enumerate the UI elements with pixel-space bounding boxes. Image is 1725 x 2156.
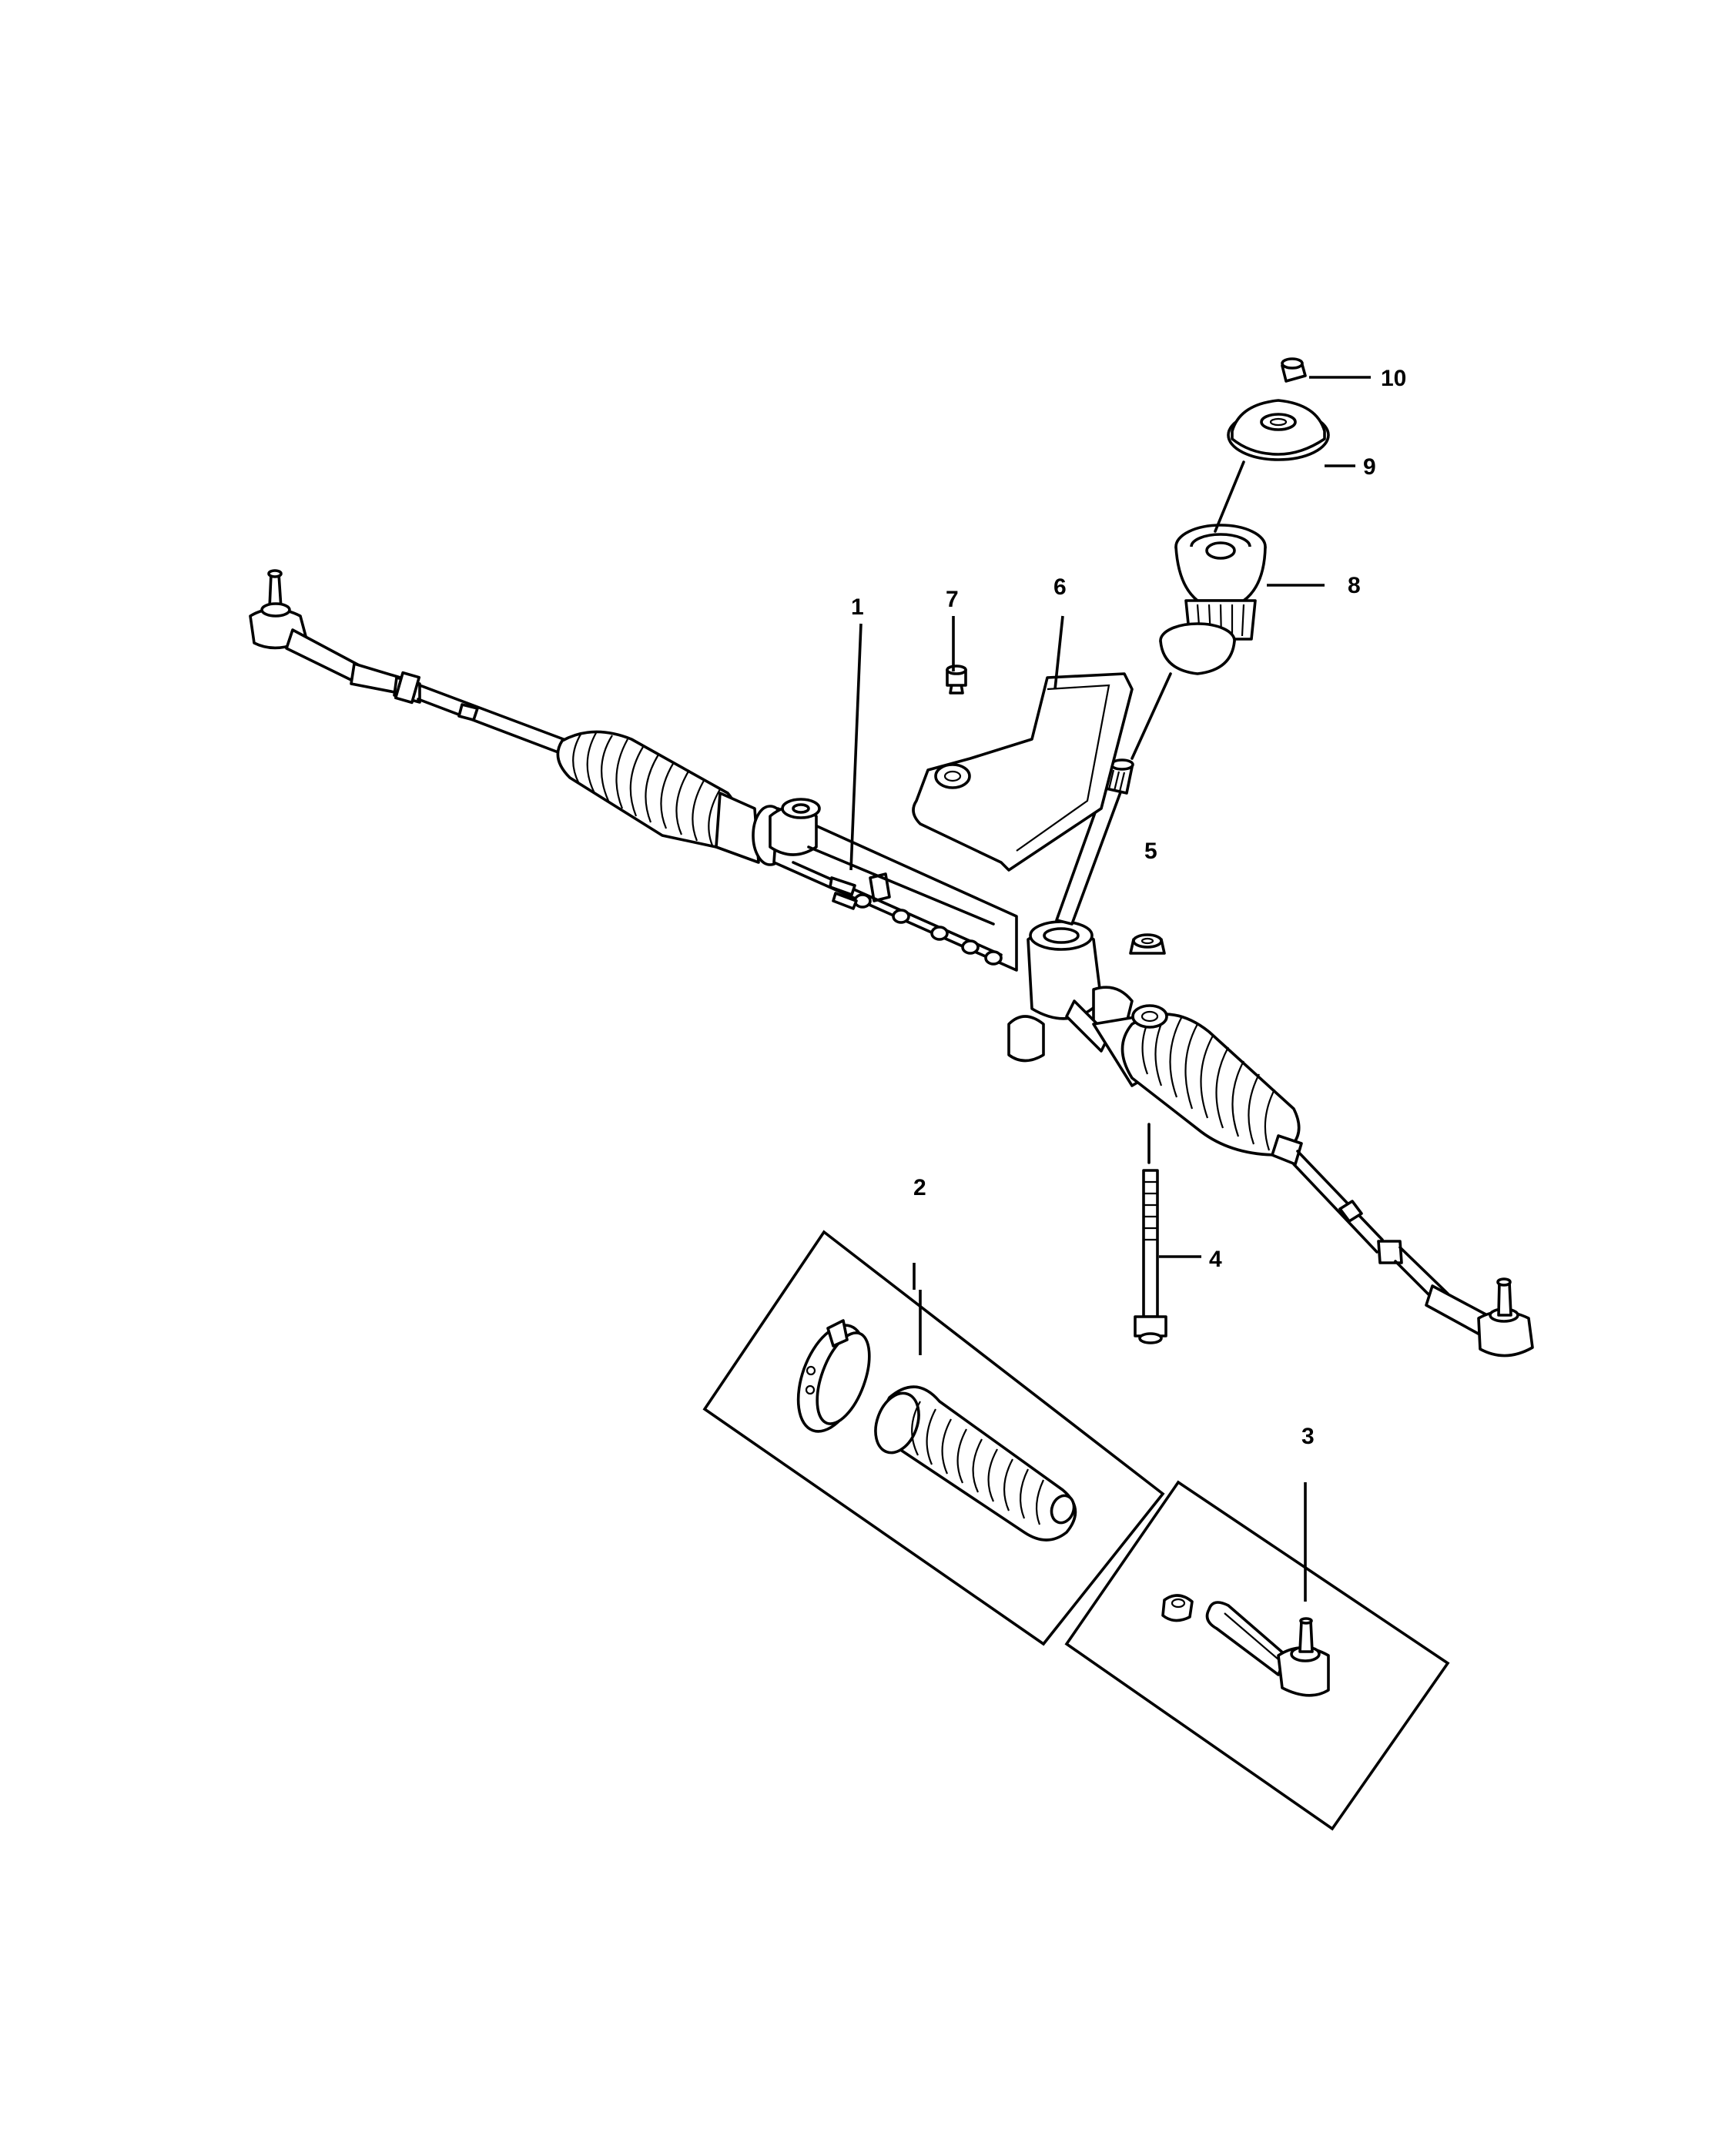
nut-part-10 (1281, 357, 1307, 383)
callout-5: 5 (1144, 839, 1157, 864)
callout-8: 8 (1348, 573, 1361, 598)
boot-kit-box (702, 1230, 1165, 1646)
right-tie-rod-end (1425, 1277, 1534, 1358)
pinion-shaft (1055, 758, 1134, 926)
right-tie-rod (1292, 1150, 1449, 1309)
boot-clamp (796, 1319, 871, 1433)
right-boot (1092, 1012, 1303, 1166)
rack-housing (715, 792, 1018, 972)
callout-2: 2 (913, 1175, 926, 1200)
callout-3: 3 (1301, 1424, 1315, 1449)
callout-10: 10 (1381, 366, 1406, 391)
jam-nut (1161, 1594, 1194, 1622)
pinion-housing (1007, 920, 1134, 1063)
replacement-tie-rod-end (1205, 1601, 1330, 1697)
housing-bumps (853, 893, 1003, 966)
column-seal-part-8 (1130, 524, 1267, 760)
left-tie-rod (393, 671, 575, 758)
callout-4: 4 (1209, 1247, 1222, 1272)
callout-9: 9 (1363, 454, 1376, 480)
mount-bushing (1131, 1004, 1168, 1029)
callout-labels: 1 2 3 4 5 6 7 8 9 10 (851, 366, 1406, 1449)
callout-6: 6 (1053, 574, 1067, 600)
bolt-part-7 (946, 665, 967, 695)
left-tie-rod-end (249, 569, 402, 695)
heat-shield (912, 672, 1134, 872)
bolt-part-4 (1134, 1123, 1167, 1344)
tie-rod-end-kit-box (1064, 1480, 1450, 1831)
callout-1: 1 (851, 594, 864, 620)
cover-part-9 (1214, 399, 1330, 533)
callout-7: 7 (946, 587, 959, 612)
callout-leaders (849, 376, 1371, 1602)
replacement-boot (874, 1385, 1077, 1542)
steering-rack-assembly (249, 569, 1534, 1358)
left-boot (556, 730, 739, 849)
nut-part-5 (1129, 933, 1166, 955)
